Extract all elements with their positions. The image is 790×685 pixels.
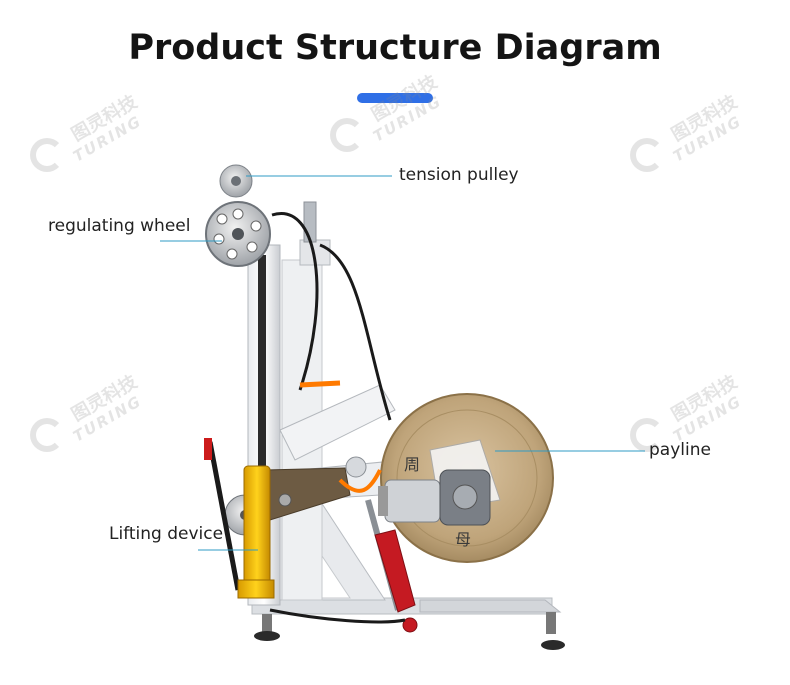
svg-text:周: 周 <box>404 455 420 474</box>
watermark-ring-icon <box>330 118 364 152</box>
label-tension-pulley: tension pulley <box>399 165 519 185</box>
leader-lines <box>160 175 645 551</box>
watermark-ring-icon <box>30 418 64 452</box>
motor-gearbox <box>378 469 491 526</box>
label-payline: payline <box>649 440 711 460</box>
watermark-logo: 图灵科技 TURING <box>30 91 150 190</box>
hoses <box>269 212 406 624</box>
hydraulic-cylinder <box>365 499 418 633</box>
watermark-ring-icon <box>30 138 64 172</box>
watermark-logo: 图灵科技 TURING <box>330 71 450 170</box>
regulating-wheel <box>205 201 271 267</box>
watermark-logo: 图灵科技 TURING <box>30 371 150 470</box>
label-regulating-wheel: regulating wheel <box>48 216 191 236</box>
watermark-logo: 图灵科技 TURING <box>630 91 750 190</box>
watermark-ring-icon <box>630 138 664 172</box>
lifting-device <box>204 438 275 599</box>
watermark-logo: 图灵科技 TURING <box>630 371 750 470</box>
svg-text:母: 母 <box>455 530 471 549</box>
page-title: Product Structure Diagram <box>128 28 662 68</box>
tension-pulley <box>219 164 253 198</box>
watermark-ring-icon <box>630 418 664 452</box>
label-lifting-device: Lifting device <box>109 524 224 544</box>
title-underline <box>357 93 433 103</box>
